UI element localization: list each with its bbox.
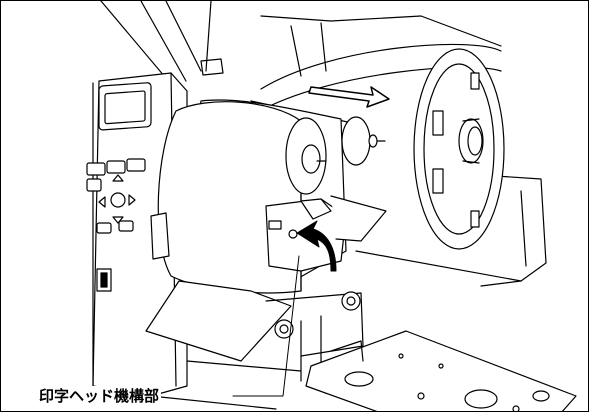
panel-button-6 (118, 220, 134, 232)
control-panel (86, 82, 152, 292)
rear-roll (341, 116, 371, 166)
lcd-screen (104, 90, 146, 125)
panel-button-5 (96, 222, 112, 234)
panel-button-2 (106, 160, 126, 174)
callout-leader (232, 255, 300, 397)
pull-arrow-icon (308, 86, 390, 108)
insert-arrow-icon (296, 220, 337, 272)
panel-button-4 (86, 178, 102, 192)
dpad-left (98, 196, 106, 208)
dpad-up (112, 174, 124, 182)
media-holder (255, 43, 505, 250)
label-stock (145, 280, 292, 362)
dpad-right (128, 194, 136, 206)
head-plate (305, 330, 577, 411)
dpad-center (110, 192, 126, 208)
panel-button-3 (126, 158, 146, 172)
panel-button-1 (86, 162, 106, 176)
ribbon-rolls (157, 99, 386, 294)
dpad-down (112, 216, 124, 224)
print-head-mechanism-label: 印字ヘッド機構部 (37, 386, 162, 406)
